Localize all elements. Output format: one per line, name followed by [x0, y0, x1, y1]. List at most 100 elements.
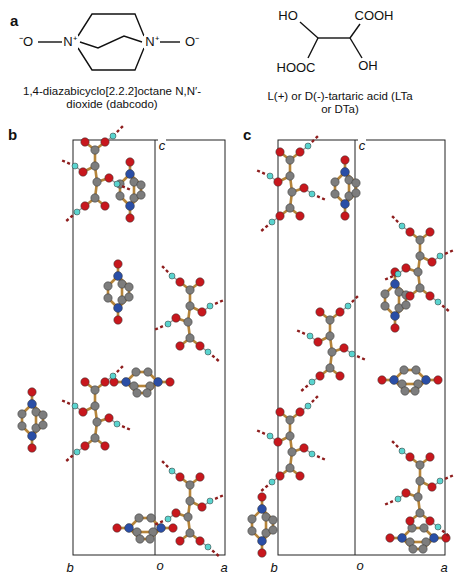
atom	[113, 524, 121, 532]
atom	[309, 451, 315, 457]
atom	[378, 376, 386, 384]
atom	[296, 148, 304, 156]
atom	[122, 378, 131, 387]
atom	[406, 292, 414, 300]
atom	[101, 138, 109, 146]
atom	[419, 545, 427, 553]
atom	[110, 133, 116, 139]
atom	[114, 272, 123, 281]
atom	[435, 524, 441, 530]
axis-label: b	[65, 561, 74, 576]
atom	[416, 236, 424, 244]
atom	[328, 348, 336, 356]
atom	[144, 368, 152, 376]
atom	[184, 513, 192, 521]
atom	[402, 489, 410, 497]
atom	[401, 387, 409, 395]
atom	[300, 444, 308, 452]
atom	[74, 449, 80, 455]
atom	[248, 515, 256, 523]
atom	[326, 332, 334, 340]
atom	[125, 293, 133, 301]
atom	[406, 228, 414, 236]
atom	[126, 170, 135, 179]
atom	[258, 549, 266, 557]
tartaric-acid-molecule	[61, 366, 131, 462]
atom	[276, 408, 284, 416]
atom	[28, 388, 36, 396]
axis-label: c	[158, 139, 167, 154]
atom	[305, 403, 311, 409]
atom	[101, 378, 109, 386]
atom	[336, 308, 344, 316]
atom	[416, 461, 424, 469]
atom	[286, 204, 294, 212]
atom	[341, 200, 350, 209]
crystal-packing	[18, 126, 454, 557]
atom	[286, 156, 294, 164]
atom	[430, 534, 439, 543]
atom	[307, 333, 313, 339]
atom	[176, 342, 184, 350]
atom-label: HOOC	[276, 61, 317, 76]
dabcodo-molecule	[248, 493, 277, 557]
atom	[288, 448, 296, 456]
atom	[81, 378, 89, 386]
atom	[352, 179, 360, 187]
atom	[352, 189, 360, 197]
atom	[267, 433, 273, 439]
atom	[314, 338, 322, 346]
atom	[428, 258, 436, 266]
atom	[196, 473, 204, 481]
atom	[105, 174, 113, 182]
atom	[126, 202, 135, 211]
atom	[341, 212, 349, 220]
atom	[309, 379, 315, 385]
tartaric-formula	[300, 22, 362, 58]
atom	[186, 529, 194, 537]
atom	[399, 223, 405, 229]
atom	[132, 368, 140, 376]
atom	[437, 478, 443, 484]
atom	[104, 294, 112, 302]
atom	[286, 416, 294, 424]
atom	[91, 194, 99, 202]
atom	[406, 517, 414, 525]
atom	[300, 184, 308, 192]
atom	[28, 400, 37, 409]
atom	[165, 516, 171, 522]
atom	[91, 434, 99, 442]
atom	[143, 389, 151, 397]
atom	[39, 411, 47, 419]
atom	[176, 537, 184, 545]
atom	[434, 376, 442, 384]
atom	[137, 191, 145, 199]
atom	[39, 421, 47, 429]
tartaric-acid-molecule	[296, 296, 366, 392]
atom	[172, 509, 180, 517]
atom	[186, 497, 194, 505]
atom	[435, 299, 441, 305]
tartaric-acid-molecule	[154, 266, 224, 362]
unit-cell	[73, 140, 445, 555]
atom	[135, 514, 143, 522]
atom	[126, 158, 134, 166]
atom	[116, 192, 124, 200]
atom	[91, 146, 99, 154]
atom	[207, 498, 213, 504]
atom	[101, 442, 109, 450]
dabcodo-molecule	[381, 268, 410, 332]
atom	[276, 212, 284, 220]
atom	[79, 408, 87, 416]
atom	[316, 372, 324, 380]
atom	[422, 376, 431, 385]
atom	[390, 376, 399, 385]
atom	[196, 278, 204, 286]
atom	[395, 496, 401, 502]
atom	[391, 324, 399, 332]
atom	[340, 344, 348, 352]
atom	[248, 527, 256, 535]
panel-label: a	[10, 12, 18, 29]
atom	[198, 308, 206, 316]
atom	[93, 178, 101, 186]
